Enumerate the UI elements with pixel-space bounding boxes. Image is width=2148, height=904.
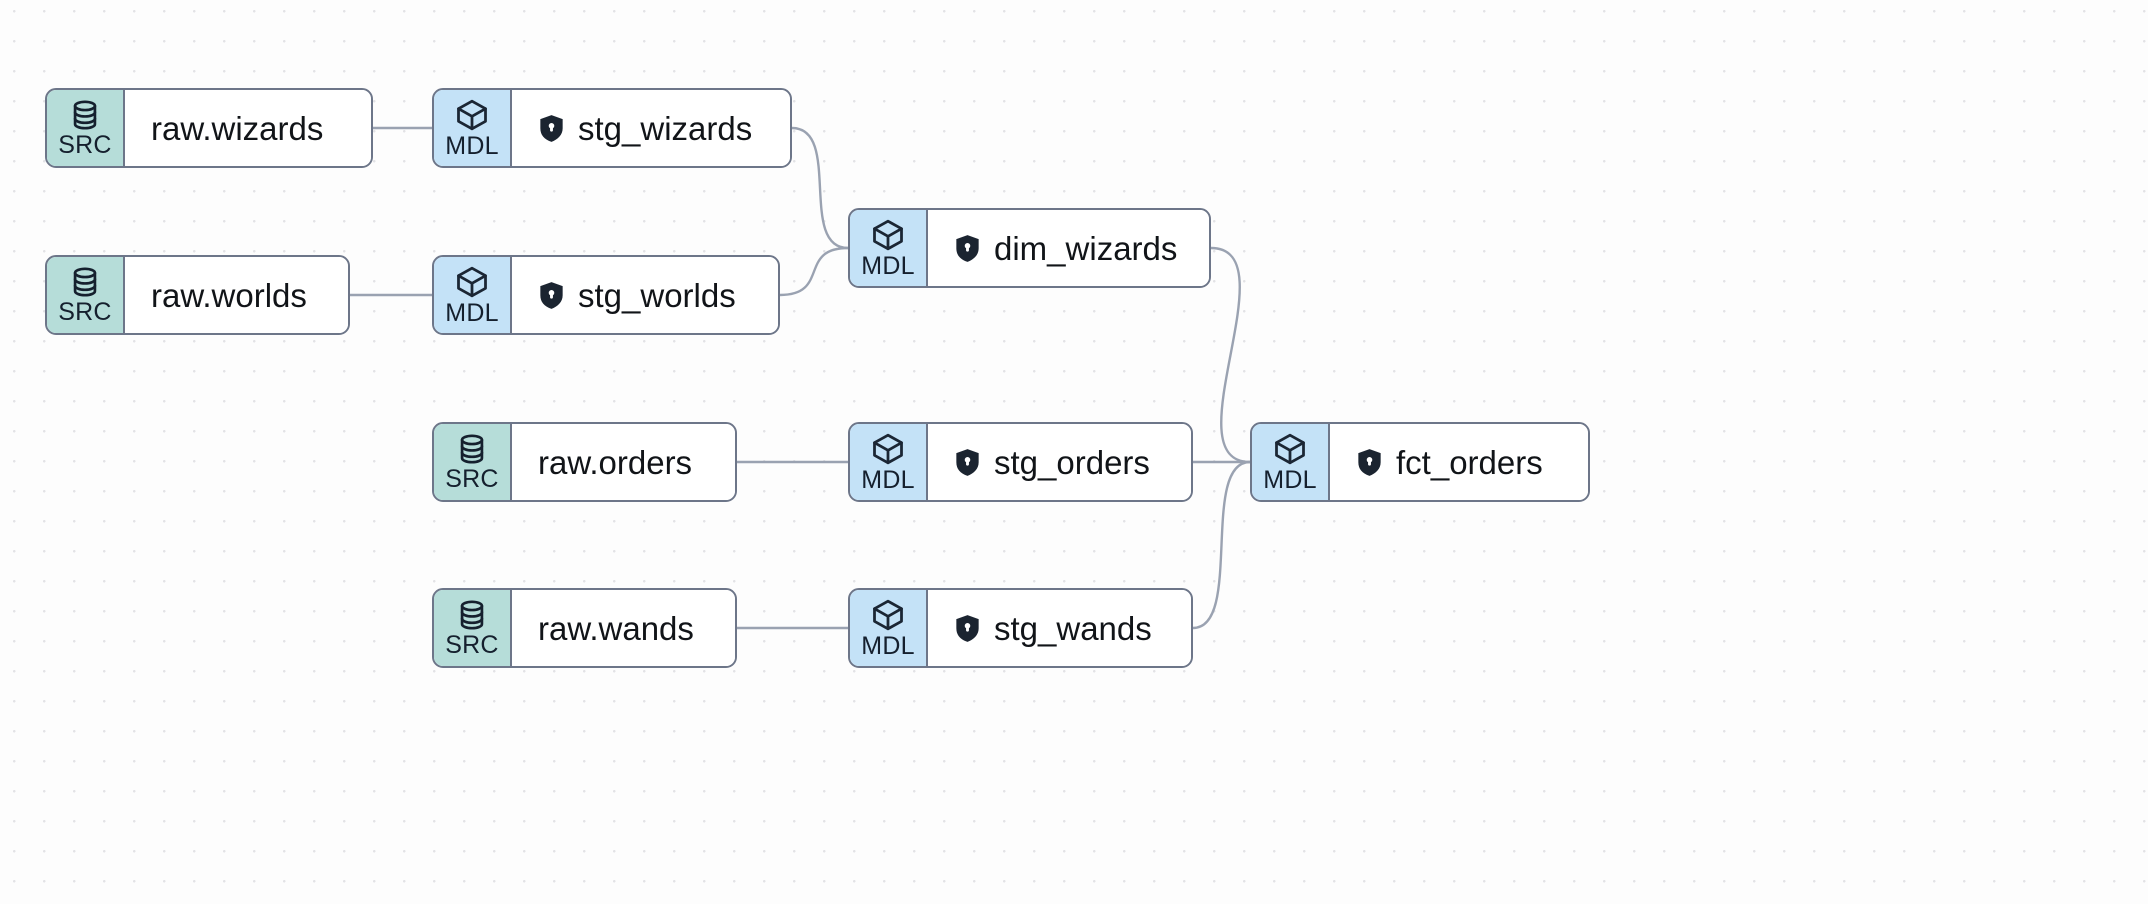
- node-label: stg_wizards: [578, 109, 753, 147]
- node-raw_wands[interactable]: SRC raw.wands: [432, 588, 737, 668]
- edge-stg_worlds-to-dim_wizards: [778, 246, 850, 297]
- cube-icon: [454, 97, 490, 133]
- node-label: fct_orders: [1396, 443, 1543, 481]
- node-body: stg_orders: [928, 424, 1191, 500]
- cube-icon: [1272, 431, 1308, 467]
- node-type-badge-mdl: MDL: [434, 90, 512, 166]
- node-type-badge-mdl: MDL: [434, 257, 512, 333]
- node-type-badge-src: SRC: [47, 90, 125, 166]
- node-type-label: SRC: [445, 631, 499, 659]
- node-type-label: MDL: [861, 466, 915, 494]
- database-icon: [68, 265, 102, 299]
- node-stg_wizards[interactable]: MDL stg_wizards: [432, 88, 792, 168]
- node-body: dim_wizards: [928, 210, 1209, 286]
- database-icon: [455, 432, 489, 466]
- node-body: stg_wizards: [512, 90, 790, 166]
- node-type-badge-src: SRC: [47, 257, 125, 333]
- node-type-badge-mdl: MDL: [850, 210, 928, 286]
- edge-dim_wizards-to-fct_orders: [1209, 246, 1252, 464]
- shield-lock-icon: [538, 281, 565, 310]
- shield-lock-icon: [954, 614, 981, 643]
- node-body: fct_orders: [1330, 424, 1588, 500]
- node-label: raw.wizards: [151, 109, 324, 147]
- node-type-label: MDL: [445, 299, 499, 327]
- node-type-badge-src: SRC: [434, 590, 512, 666]
- node-type-badge-mdl: MDL: [1252, 424, 1330, 500]
- node-type-label: MDL: [861, 252, 915, 280]
- cube-icon: [870, 597, 906, 633]
- node-type-badge-src: SRC: [434, 424, 512, 500]
- shield-lock-icon: [538, 114, 565, 143]
- edge-stg_wands-to-fct_orders: [1191, 460, 1252, 630]
- shield-lock-icon: [954, 448, 981, 477]
- edge-stg_wizards-to-dim_wizards: [790, 126, 850, 250]
- node-type-label: SRC: [445, 465, 499, 493]
- node-label: raw.orders: [538, 443, 693, 481]
- cube-icon: [870, 217, 906, 253]
- node-body: raw.wizards: [125, 90, 371, 166]
- node-body: raw.wands: [512, 590, 735, 666]
- node-label: stg_orders: [994, 443, 1150, 481]
- node-stg_orders[interactable]: MDL stg_orders: [848, 422, 1193, 502]
- node-body: raw.worlds: [125, 257, 348, 333]
- node-raw_worlds[interactable]: SRC raw.worlds: [45, 255, 350, 335]
- node-label: raw.wands: [538, 609, 694, 647]
- node-label: raw.worlds: [151, 276, 307, 314]
- node-body: stg_worlds: [512, 257, 778, 333]
- shield-lock-icon: [1356, 448, 1383, 477]
- node-label: dim_wizards: [994, 229, 1178, 267]
- database-icon: [68, 98, 102, 132]
- node-type-badge-mdl: MDL: [850, 424, 928, 500]
- node-fct_orders[interactable]: MDL fct_orders: [1250, 422, 1590, 502]
- node-body: stg_wands: [928, 590, 1191, 666]
- node-type-label: MDL: [1263, 466, 1317, 494]
- cube-icon: [454, 264, 490, 300]
- node-raw_wizards[interactable]: SRC raw.wizards: [45, 88, 373, 168]
- node-type-label: MDL: [861, 632, 915, 660]
- node-stg_worlds[interactable]: MDL stg_worlds: [432, 255, 780, 335]
- node-type-badge-mdl: MDL: [850, 590, 928, 666]
- node-type-label: SRC: [58, 131, 112, 159]
- shield-lock-icon: [954, 234, 981, 263]
- database-icon: [455, 598, 489, 632]
- node-raw_orders[interactable]: SRC raw.orders: [432, 422, 737, 502]
- node-type-label: SRC: [58, 298, 112, 326]
- node-label: stg_wands: [994, 609, 1152, 647]
- node-label: stg_worlds: [578, 276, 736, 314]
- node-dim_wizards[interactable]: MDL dim_wizards: [848, 208, 1211, 288]
- node-type-label: MDL: [445, 132, 499, 160]
- node-stg_wands[interactable]: MDL stg_wands: [848, 588, 1193, 668]
- node-body: raw.orders: [512, 424, 735, 500]
- cube-icon: [870, 431, 906, 467]
